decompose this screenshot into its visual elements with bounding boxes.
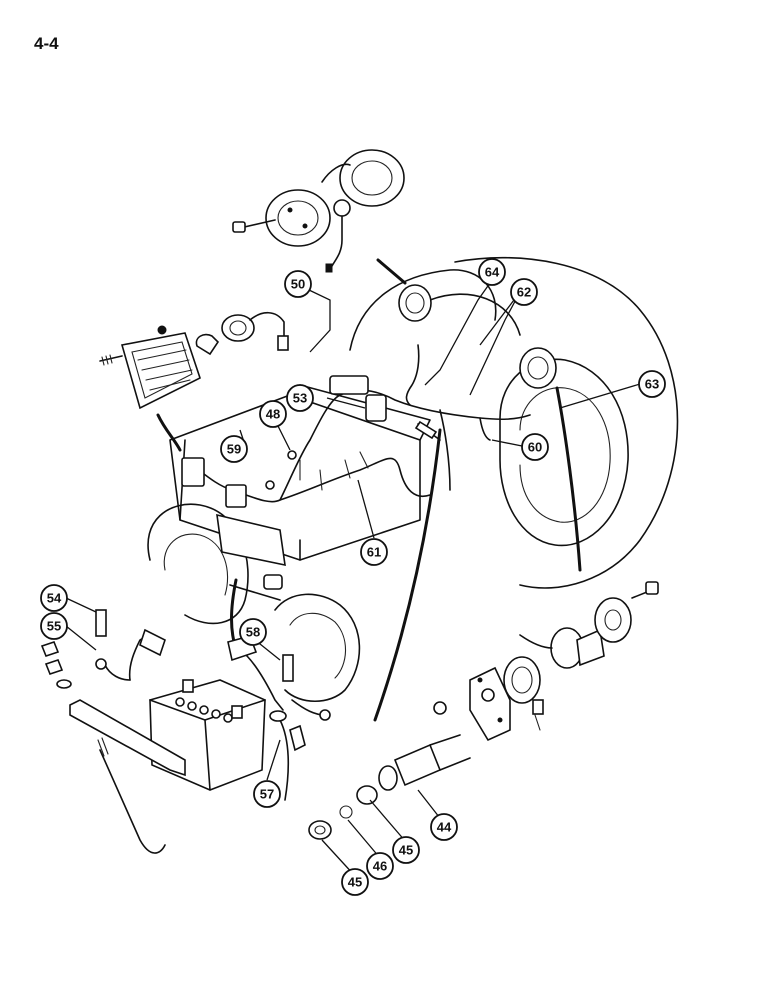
wiring-harness bbox=[156, 344, 582, 722]
svg-text:53: 53 bbox=[293, 391, 307, 406]
rear-lights bbox=[376, 258, 557, 389]
callout-50: 50 bbox=[284, 270, 312, 298]
svg-text:60: 60 bbox=[528, 440, 542, 455]
tractor-outline bbox=[147, 256, 679, 702]
callout-57: 57 bbox=[253, 780, 281, 808]
callout-45-left: 45 bbox=[341, 868, 369, 896]
callout-63: 63 bbox=[638, 370, 666, 398]
callout-45-right: 45 bbox=[392, 836, 420, 864]
svg-text:44: 44 bbox=[437, 820, 452, 835]
callout-64: 64 bbox=[478, 258, 506, 286]
callout-44: 44 bbox=[430, 813, 458, 841]
work-lamp-assembly bbox=[157, 311, 289, 356]
page-number: 4-4 bbox=[34, 34, 59, 53]
front-headlight bbox=[99, 332, 201, 410]
callout-46: 46 bbox=[366, 852, 394, 880]
svg-text:58: 58 bbox=[246, 625, 260, 640]
battery-assembly bbox=[40, 609, 331, 854]
svg-text:46: 46 bbox=[373, 859, 387, 874]
svg-text:54: 54 bbox=[47, 591, 62, 606]
svg-text:45: 45 bbox=[399, 843, 413, 858]
svg-text:57: 57 bbox=[260, 787, 274, 802]
callout-59: 59 bbox=[220, 435, 248, 463]
svg-text:63: 63 bbox=[645, 377, 659, 392]
callout-54: 54 bbox=[40, 584, 68, 612]
svg-text:48: 48 bbox=[266, 407, 280, 422]
svg-text:50: 50 bbox=[291, 277, 305, 292]
callout-53: 53 bbox=[286, 384, 314, 412]
svg-text:55: 55 bbox=[47, 619, 61, 634]
callout-60: 60 bbox=[521, 433, 549, 461]
callout-55: 55 bbox=[40, 612, 68, 640]
callouts: 50 64 62 63 53 48 59 60 61 54 55 bbox=[40, 258, 666, 896]
svg-text:45: 45 bbox=[348, 875, 362, 890]
svg-text:64: 64 bbox=[485, 265, 500, 280]
top-light-assembly bbox=[232, 149, 405, 273]
switch-exploded bbox=[308, 734, 471, 840]
callout-58: 58 bbox=[239, 618, 267, 646]
callout-62: 62 bbox=[510, 278, 538, 306]
callout-61: 61 bbox=[360, 538, 388, 566]
svg-text:59: 59 bbox=[227, 442, 241, 457]
callout-48: 48 bbox=[259, 400, 287, 428]
rear-lamp-exploded bbox=[433, 581, 659, 742]
svg-text:61: 61 bbox=[367, 545, 381, 560]
svg-text:62: 62 bbox=[517, 285, 531, 300]
